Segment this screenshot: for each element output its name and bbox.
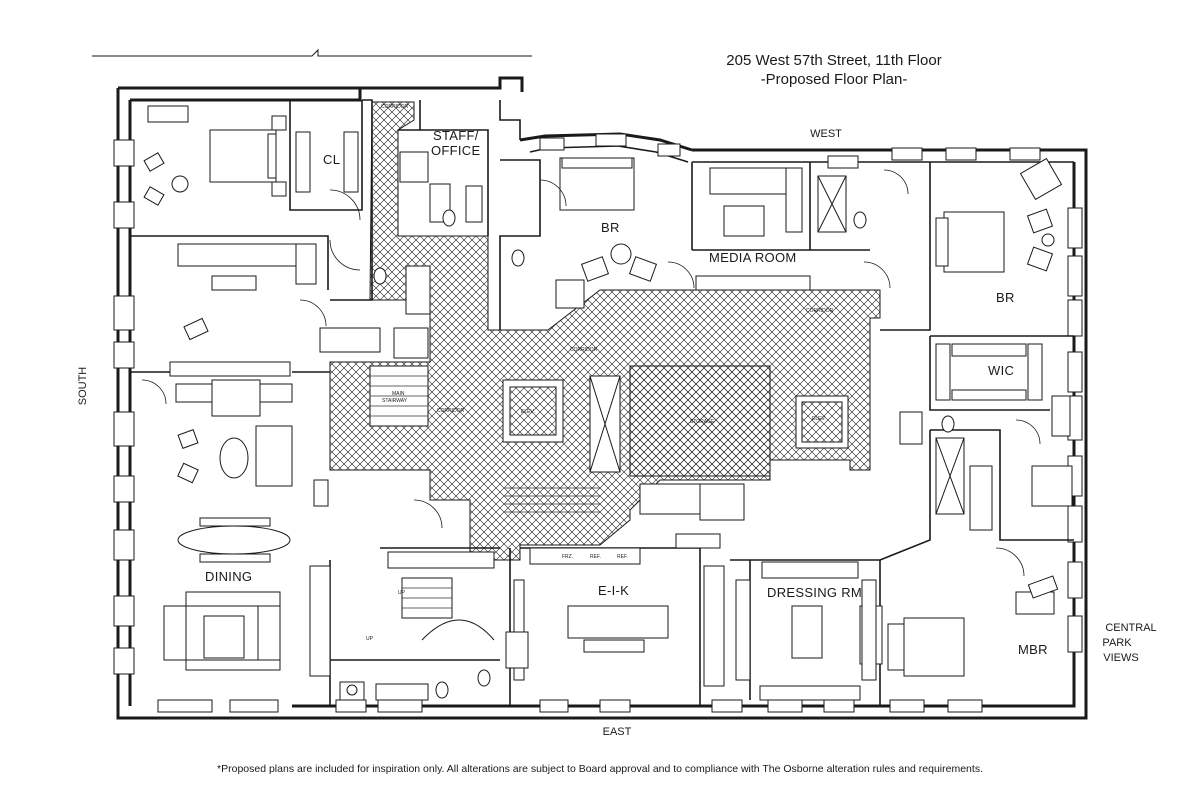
room-label-media-room: MEDIA ROOM bbox=[709, 250, 797, 265]
room-label-staff-office-2: OFFICE bbox=[431, 143, 480, 158]
fridge-label-2: REF. bbox=[590, 554, 601, 560]
fridge-label-3: REF. bbox=[617, 554, 628, 560]
corridor-label-left: CORRIDOR bbox=[437, 408, 465, 414]
stair-up-label-1: UP bbox=[398, 590, 406, 596]
room-label-dressing-rm: DRESSING RM bbox=[767, 585, 862, 600]
room-label-staff-office-1: STAFF/ bbox=[433, 128, 479, 143]
door-swings bbox=[141, 169, 1041, 577]
windows-left bbox=[113, 139, 135, 675]
direction-views-3: VIEWS bbox=[1103, 652, 1138, 664]
room-label-cl: CL bbox=[323, 152, 340, 167]
direction-east: EAST bbox=[603, 726, 632, 738]
elevator-right-label: ELEV. bbox=[812, 416, 826, 422]
room-label-wic: WIC bbox=[988, 363, 1014, 378]
room-label-br-west: BR bbox=[601, 220, 620, 235]
storage-label: STORAGE bbox=[690, 419, 715, 425]
plan-title: 205 West 57th Street, 11th Floor bbox=[726, 52, 941, 69]
room-label-eik: E-I-K bbox=[598, 583, 629, 598]
room-label-mbr: MBR bbox=[1018, 642, 1048, 657]
elevator-left-label: ELEV. bbox=[521, 409, 535, 415]
room-label-dining: DINING bbox=[205, 569, 252, 584]
main-stairway-label-2: STAIRWAY bbox=[382, 398, 408, 404]
room-label-br-east: BR bbox=[996, 290, 1015, 305]
furniture bbox=[143, 105, 1073, 701]
fridge-label-1: FRZ. bbox=[562, 554, 573, 560]
footnote: *Proposed plans are included for inspira… bbox=[217, 763, 983, 775]
plan-subtitle: -Proposed Floor Plan- bbox=[761, 71, 908, 88]
direction-west: WEST bbox=[810, 128, 842, 140]
corridor-label-center: CORRIDOR bbox=[570, 347, 598, 353]
stair-up-label-2: UP bbox=[366, 636, 374, 642]
corridor-label-right: CORRIDOR bbox=[806, 308, 834, 314]
corridor-label-top: CORRIDOR bbox=[381, 104, 409, 110]
direction-south: SOUTH bbox=[77, 367, 89, 406]
core-hatched-area bbox=[329, 101, 881, 561]
direction-views-1: CENTRAL bbox=[1105, 622, 1156, 634]
direction-views-2: PARK bbox=[1102, 637, 1132, 649]
main-stairway-label-1: MAIN bbox=[392, 391, 405, 397]
windows-top bbox=[539, 133, 1041, 169]
